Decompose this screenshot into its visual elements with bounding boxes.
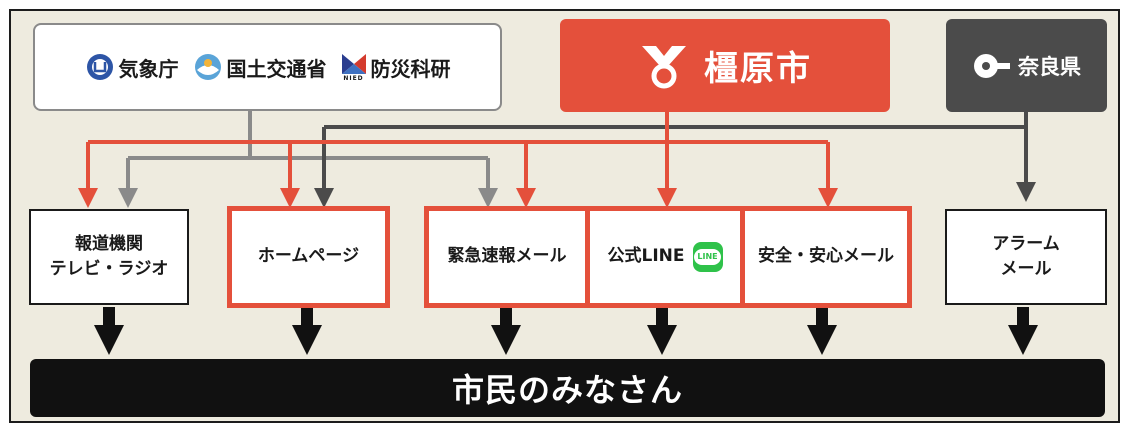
down-arrow-icon — [292, 307, 322, 355]
down-arrow-icon — [807, 307, 837, 355]
alarm-mail-text: アラーム メール — [992, 232, 1060, 283]
homepage-label: ホームページ — [257, 246, 360, 267]
channel-safety-mail: 安全・安心メール — [745, 211, 907, 303]
city-flow-lines — [78, 112, 838, 208]
prefecture-flow-lines — [314, 112, 1036, 208]
national-agencies-box: 気象庁 国土交通省 NIED 防災科研 — [33, 23, 502, 111]
line-app-icon: LINE — [692, 242, 723, 272]
nied-label: 防災科研 — [370, 56, 451, 81]
kashihara-city-box: 橿原市 — [560, 19, 890, 112]
down-arrow-icon — [1008, 307, 1038, 355]
city-channels-group: 緊急速報メール 公式LINE LINE 安全・安心メール — [424, 206, 912, 308]
safety-mail-label: 安全・安心メール — [758, 246, 894, 267]
nara-prefecture-box: 奈良県 — [946, 19, 1107, 112]
national-flow-lines — [118, 111, 498, 208]
line-badge-text: LINE — [694, 249, 721, 265]
mlit-logo-icon — [194, 54, 221, 80]
channel-emergency-mail: 緊急速報メール — [429, 211, 585, 303]
jma-logo-icon — [86, 54, 113, 80]
mlit-label: 国土交通省 — [226, 56, 327, 81]
jma-item: 気象庁 — [85, 52, 179, 82]
line-label: 公式LINE — [607, 246, 685, 267]
media-text: 報道機関 テレビ・ラジオ — [50, 232, 169, 283]
citizen-arrows — [94, 307, 1038, 355]
nied-item: NIED 防災科研 — [341, 52, 451, 82]
mlit-item: 国土交通省 — [193, 52, 327, 82]
nied-small-text: NIED — [343, 75, 364, 82]
kashihara-city-label: 橿原市 — [704, 49, 812, 89]
down-arrow-icon — [647, 307, 677, 355]
media-line2: テレビ・ラジオ — [49, 259, 169, 279]
channel-media: 報道機関 テレビ・ラジオ — [29, 209, 189, 305]
nara-emblem-icon — [974, 53, 1010, 78]
channel-homepage: ホームページ — [227, 206, 390, 308]
nied-logo-icon — [341, 54, 366, 74]
jma-label: 気象庁 — [118, 56, 179, 81]
emergency-mail-label: 緊急速報メール — [447, 246, 567, 267]
alarm-mail-line2: メール — [1000, 259, 1052, 279]
citizens-label: 市民のみなさん — [451, 371, 683, 409]
nied-logo: NIED — [341, 52, 367, 82]
alarm-mail-line1: アラーム — [992, 233, 1060, 254]
kashihara-emblem-icon — [642, 45, 686, 88]
nara-prefecture-label: 奈良県 — [1018, 54, 1081, 79]
media-line1: 報道機関 — [74, 233, 143, 254]
down-arrow-icon — [491, 307, 521, 355]
down-arrow-icon — [94, 307, 124, 355]
channel-line: 公式LINE LINE — [590, 211, 740, 303]
citizens-bar: 市民のみなさん — [30, 359, 1105, 417]
channel-alarm-mail: アラーム メール — [945, 209, 1107, 305]
